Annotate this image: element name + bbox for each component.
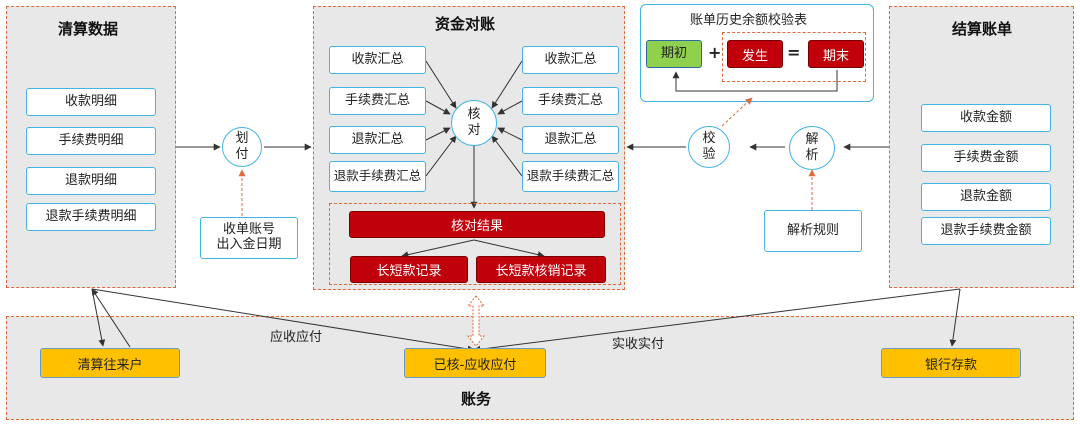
verify-node[interactable]: 校验	[688, 126, 730, 168]
right-payment-summary-box[interactable]: 收款汇总	[522, 46, 619, 74]
verify-label-top: 校	[702, 131, 716, 147]
clearing-account-box[interactable]: 清算往来户	[40, 348, 180, 378]
fee-amount-box[interactable]: 手续费金额	[921, 144, 1051, 172]
actual-received-paid-label: 实收实付	[612, 337, 665, 352]
bank-deposit-box[interactable]: 银行存款	[881, 348, 1021, 378]
left-payment-summary-box[interactable]: 收款汇总	[329, 46, 426, 74]
parse-node[interactable]: 解析	[789, 126, 835, 170]
payment-amount-box[interactable]: 收款金额	[921, 104, 1051, 132]
parse-label-top: 解	[805, 132, 819, 148]
transfer-label-top: 划	[235, 131, 249, 147]
receipt-account-label: 收单账号	[222, 222, 275, 238]
long-short-writeoff-box[interactable]: 长短款核销记录	[476, 256, 606, 283]
closing-box[interactable]: 期末	[808, 40, 864, 68]
balance-check-title: 账单历史余额校验表	[690, 13, 808, 28]
refund-fee-detail-box[interactable]: 退款手续费明细	[26, 203, 156, 231]
verified-ar-ap-box[interactable]: 已核-应收应付	[404, 348, 546, 378]
refund-detail-box[interactable]: 退款明细	[26, 167, 156, 195]
check-node[interactable]: 核对	[451, 100, 497, 146]
plus-sign: +	[708, 43, 722, 62]
fund-reconciliation-title: 资金对账	[435, 15, 496, 33]
equals-sign: =	[787, 43, 801, 62]
clearing-data-title: 清算数据	[58, 20, 119, 38]
parse-rules-box[interactable]: 解析规则	[764, 210, 862, 252]
fee-detail-box[interactable]: 手续费明细	[26, 127, 156, 155]
receivable-payable-label: 应收应付	[270, 330, 323, 345]
occurrence-box[interactable]: 发生	[727, 40, 783, 68]
settlement-bill-title: 结算账单	[952, 20, 1013, 38]
check-label-top: 核	[467, 107, 481, 123]
left-fee-summary-box[interactable]: 手续费汇总	[329, 87, 426, 115]
occurrence-closing-group	[722, 32, 866, 82]
payment-detail-box[interactable]: 收款明细	[26, 88, 156, 116]
left-refund-fee-summary-box[interactable]: 退款手续费汇总	[329, 161, 426, 192]
transfer-node[interactable]: 划付	[222, 127, 262, 167]
transfer-label-bottom: 付	[235, 147, 249, 162]
result-group	[329, 203, 621, 285]
left-refund-summary-box[interactable]: 退款汇总	[329, 126, 426, 154]
check-result-box[interactable]: 核对结果	[349, 211, 605, 238]
long-short-record-box[interactable]: 长短款记录	[350, 256, 468, 283]
ledger-title: 账务	[461, 390, 492, 408]
check-label-bottom: 对	[467, 123, 481, 138]
right-refund-fee-summary-box[interactable]: 退款手续费汇总	[522, 161, 619, 192]
refund-amount-box[interactable]: 退款金额	[921, 183, 1051, 211]
parse-label-bottom: 析	[805, 148, 819, 163]
fund-date-label: 出入金日期	[216, 237, 282, 252]
right-refund-summary-box[interactable]: 退款汇总	[522, 126, 619, 154]
opening-box[interactable]: 期初	[646, 40, 702, 68]
verify-label-bottom: 验	[702, 147, 716, 162]
refund-fee-amount-box[interactable]: 退款手续费金额	[921, 217, 1051, 245]
receipt-info-box[interactable]: 收单账号出入金日期	[200, 217, 298, 259]
right-fee-summary-box[interactable]: 手续费汇总	[522, 87, 619, 115]
